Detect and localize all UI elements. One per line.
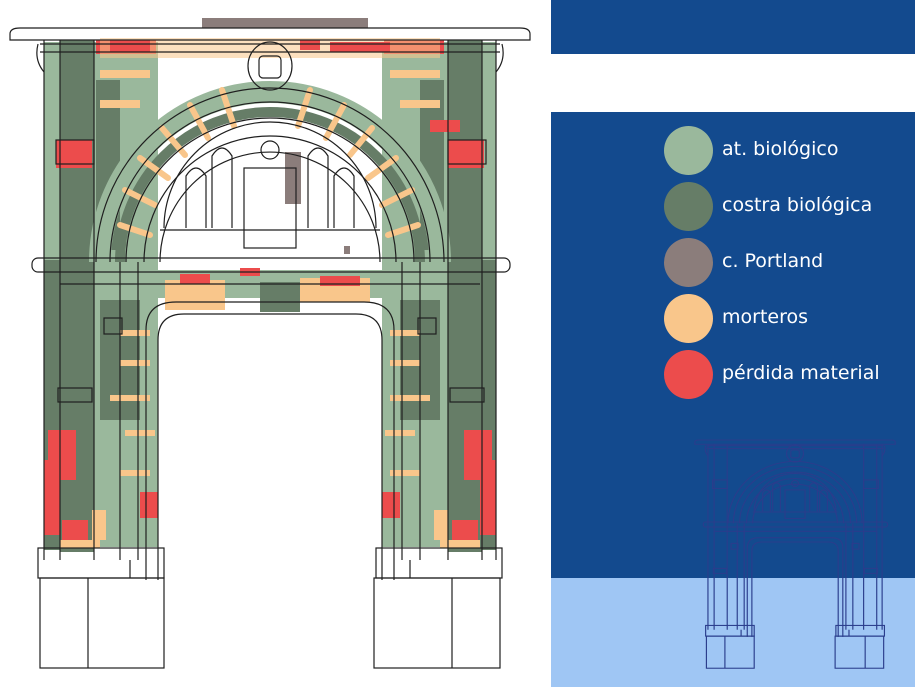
legend-label: pérdida material [722, 362, 880, 384]
portal-elevation-drawing [9, 18, 531, 669]
panel-gap-band [551, 54, 915, 112]
door-opening [158, 314, 382, 580]
portal-thumbnail [694, 439, 896, 669]
portland-cap [202, 18, 368, 28]
legend-swatch [664, 126, 713, 175]
legend-swatch [664, 294, 713, 343]
portal-linework [9, 27, 531, 669]
legend-swatch [664, 238, 713, 287]
panel-bottom-band [551, 578, 915, 687]
legend-label: c. Portland [722, 250, 824, 272]
legend-label: morteros [722, 306, 809, 328]
panel-top-band [551, 0, 915, 54]
legend-swatch [664, 350, 713, 399]
loss-patch [56, 140, 92, 168]
legend-label: at. biológico [722, 138, 839, 160]
legend-panel: at. biológico costra biológica c. Portla… [551, 0, 915, 687]
legend-label: costra biológica [722, 194, 873, 216]
legend-swatch [664, 182, 713, 231]
